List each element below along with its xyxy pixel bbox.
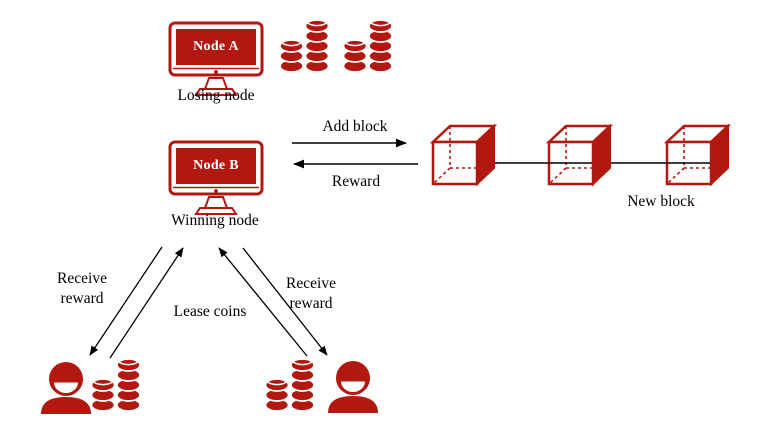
label-new-block: New block <box>627 193 695 210</box>
right-person-coin-stack-icon <box>266 357 315 411</box>
arrow-left-person-to-node-b <box>109 247 184 359</box>
node-a-title: Node A <box>193 39 239 54</box>
label-winning-node: Winning node <box>171 212 259 229</box>
node-a-coin-stack-icon <box>280 18 392 72</box>
right-person-icon <box>328 361 378 413</box>
label-reward: Reward <box>331 173 381 190</box>
arrow-node-b-to-left-person <box>89 246 163 356</box>
blockchain-cubes <box>431 124 730 186</box>
label-add-block: Add block <box>322 118 388 135</box>
label-receive-reward-left: Receive reward <box>57 270 107 307</box>
arrow-right-person-to-node-b <box>218 247 308 357</box>
node-b-title: Node B <box>193 158 239 173</box>
left-person-icon <box>41 362 91 414</box>
arrow-node-b-to-right-person <box>242 247 328 356</box>
left-person-coin-stack-icon <box>92 357 141 411</box>
label-receive-reward-right: Receive reward <box>286 275 336 312</box>
label-lease-coins: Lease coins <box>173 303 247 320</box>
label-losing-node: Losing node <box>177 87 255 104</box>
